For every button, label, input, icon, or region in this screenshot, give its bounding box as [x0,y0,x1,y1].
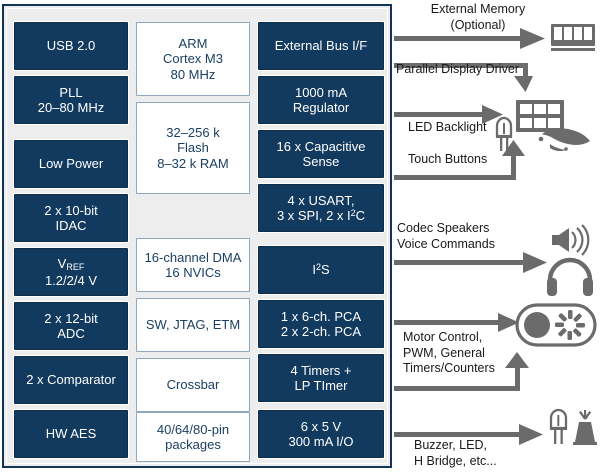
label-motor-control: Motor Control, PWM, General Timers/Count… [403,330,495,376]
arrow-codec-audio [394,252,547,273]
led-icon-2 [549,408,568,444]
label-external-memory: External Memory (Optional) [430,2,526,32]
motor-fan-icon [515,303,597,347]
block-comparator[interactable]: 2 x Comparator [14,356,128,404]
label-buzzer-led: Buzzer, LED, H Bridge, etc... [414,438,497,468]
block-serial[interactable]: 4 x USART,3 x SPI, 2 x I2C [258,184,384,232]
block-hw-aes-label: HW AES [45,426,97,442]
block-timers[interactable]: 4 Timers +LP TImer [258,354,384,402]
block-usb-label: USB 2.0 [46,38,96,54]
block-debug[interactable]: SW, JTAG, ETM [136,298,250,352]
speaker-icon [552,224,590,256]
block-i2s-label: I2S [312,262,330,278]
block-low-power[interactable]: Low Power [14,140,128,188]
label-parallel-display: Parallel Display Driver [396,62,519,76]
block-comparator-label: 2 x Comparator [26,372,116,388]
headphones-icon [547,257,593,296]
block-low-power-label: Low Power [38,156,104,172]
label-codec-audio: Codec Speakers Voice Commands [397,221,495,251]
buzzer-icon [573,410,597,445]
block-external-bus-label: External Bus I/F [274,38,368,54]
display-panel-icon [516,100,564,132]
memory-module-icon [551,24,595,51]
block-external-bus[interactable]: External Bus I/F [258,22,384,70]
label-led-backlight: LED Backlight [408,120,487,134]
block-usb[interactable]: USB 2.0 [14,22,128,70]
led-icon [495,116,513,151]
block-debug-label: SW, JTAG, ETM [145,317,241,333]
block-hw-aes[interactable]: HW AES [14,410,128,458]
block-serial-label: 4 x USART,3 x SPI, 2 x I2C [276,192,366,223]
block-crossbar[interactable]: Crossbar [136,358,250,412]
label-touch-buttons: Touch Buttons [408,152,488,166]
block-crossbar-label: Crossbar [166,377,220,393]
hand-touch-icon [538,128,590,152]
block-i2s[interactable]: I2S [258,246,384,294]
block-timers-label: 4 Timers +LP TImer [290,362,352,393]
